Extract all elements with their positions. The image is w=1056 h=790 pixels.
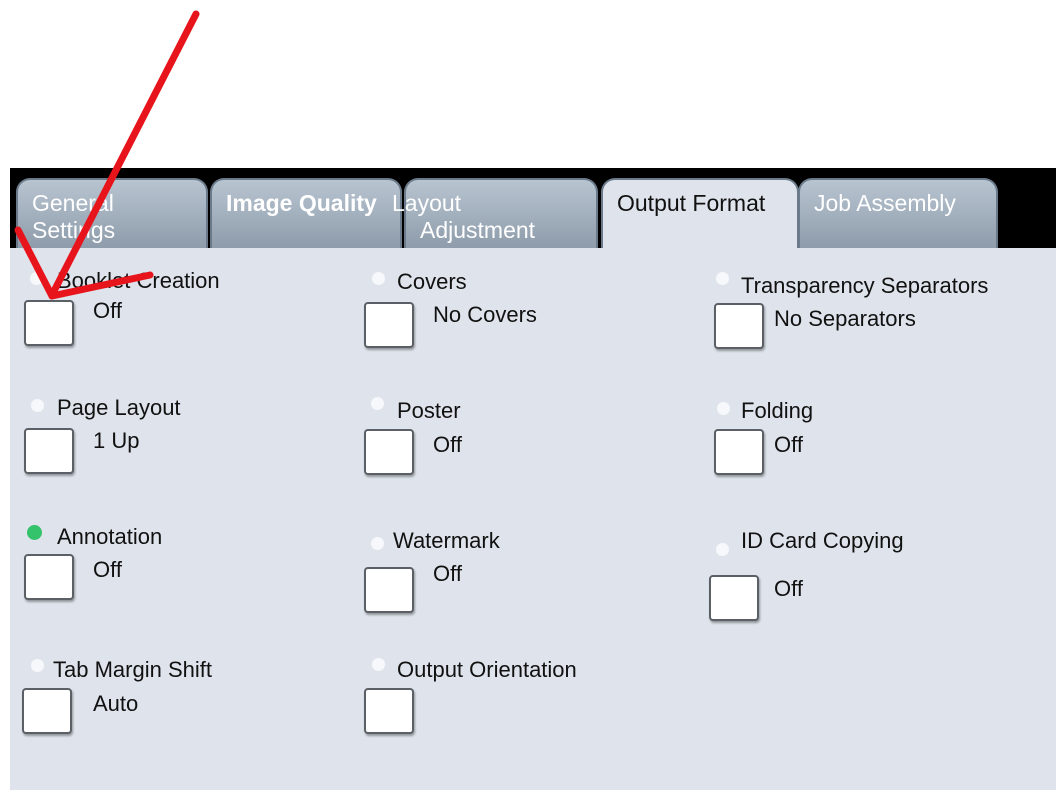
tab-general-settings-line1: General [32, 190, 114, 216]
booklet-creation-value: Off [93, 298, 122, 323]
covers-value: No Covers [433, 302, 537, 327]
poster-value: Off [433, 432, 462, 457]
indicator-dot [716, 272, 729, 285]
tab-general-settings[interactable]: General Settings [16, 178, 208, 248]
booklet-creation-button[interactable] [24, 300, 74, 346]
tab-layout-adjustment-line1: Layout [392, 190, 462, 216]
id-card-copying-value: Off [774, 576, 803, 601]
tab-margin-shift-label: Tab Margin Shift [53, 657, 212, 682]
transparency-separators-value: No Separators [774, 306, 916, 331]
watermark-value: Off [433, 561, 462, 586]
output-orientation-label: Output Orientation [397, 657, 577, 682]
indicator-dot [31, 659, 44, 672]
tab-margin-shift-button[interactable] [22, 688, 72, 734]
booklet-creation-label: Booklet Creation [57, 268, 220, 293]
tab-margin-shift-value: Auto [93, 691, 139, 716]
indicator-dot [716, 543, 729, 556]
page-layout-value: 1 Up [93, 428, 140, 453]
tab-layout-adjustment-line2: Adjustment [420, 217, 536, 243]
poster-button[interactable] [364, 429, 414, 475]
indicator-dot [717, 402, 730, 415]
page-layout-button[interactable] [24, 428, 74, 474]
annotation-button[interactable] [24, 554, 74, 600]
folding-value: Off [774, 432, 803, 457]
output-format-panel [10, 248, 1056, 790]
folding-button[interactable] [714, 429, 764, 475]
tab-job-assembly[interactable]: Job Assembly [798, 178, 998, 248]
folding-label: Folding [741, 398, 814, 423]
annotation-label: Annotation [57, 524, 163, 549]
tab-general-settings-line2: Settings [32, 217, 116, 243]
transparency-separators-label: Transparency Separators [741, 273, 989, 298]
output-orientation-button[interactable] [364, 688, 414, 734]
indicator-dot [372, 272, 385, 285]
id-card-copying-label: ID Card Copying [741, 528, 904, 553]
active-indicator-dot [27, 525, 42, 540]
indicator-dot [31, 399, 44, 412]
watermark-button[interactable] [364, 567, 414, 613]
indicator-dot [371, 397, 384, 410]
indicator-dot [30, 272, 43, 285]
covers-button[interactable] [364, 302, 414, 348]
poster-label: Poster [397, 398, 461, 423]
tab-layout-adjustment[interactable]: Layout Adjustment [392, 178, 598, 248]
annotation-value: Off [93, 557, 122, 582]
page-layout-label: Page Layout [57, 395, 181, 420]
indicator-dot [371, 537, 384, 550]
tab-image-quality[interactable]: Image Quality [210, 178, 402, 248]
covers-label: Covers [397, 269, 467, 294]
id-card-copying-button[interactable] [709, 575, 759, 621]
indicator-dot [372, 658, 385, 671]
transparency-separators-button[interactable] [714, 303, 764, 349]
tab-output-format[interactable]: Output Format [601, 178, 799, 250]
tab-output-format-label: Output Format [617, 190, 766, 216]
tab-job-assembly-label: Job Assembly [814, 190, 956, 216]
tab-image-quality-label: Image Quality [226, 190, 377, 216]
watermark-label: Watermark [393, 528, 500, 553]
